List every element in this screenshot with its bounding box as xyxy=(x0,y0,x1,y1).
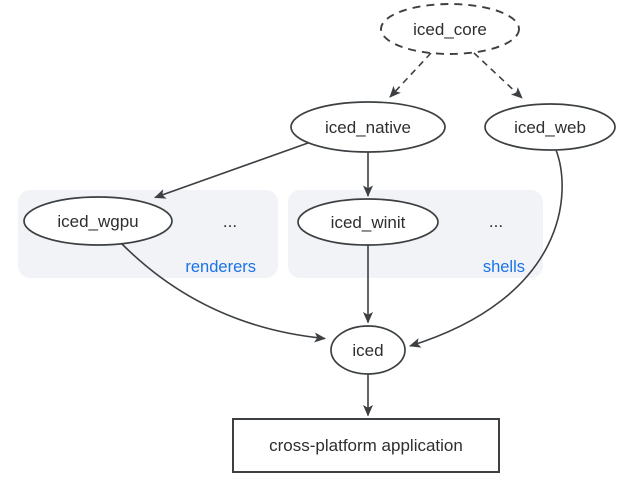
iced_core-label: iced_core xyxy=(413,20,487,39)
renderers-ellipsis: ... xyxy=(223,212,237,231)
node-iced_wgpu: iced_wgpu xyxy=(23,196,173,246)
shells-ellipsis: ... xyxy=(489,212,503,231)
iced_winit-label: iced_winit xyxy=(331,213,406,232)
shells-group-label: shells xyxy=(483,258,525,276)
renderers-group-label: renderers xyxy=(185,258,256,276)
iced_native-ellipse xyxy=(290,101,446,153)
iced-label: iced xyxy=(352,341,383,360)
edge-iced_core-iced_native xyxy=(389,52,432,98)
node-iced_winit: iced_winit xyxy=(297,198,439,246)
node-application: cross-platform application xyxy=(232,418,500,473)
node-iced_core: iced_core xyxy=(380,3,520,55)
node-iced_web: iced_web xyxy=(484,103,616,151)
edge-iced_native-iced_wgpu xyxy=(154,142,309,199)
application-label: cross-platform application xyxy=(269,436,463,455)
iced_native-label: iced_native xyxy=(325,118,411,137)
iced_winit-ellipse xyxy=(297,198,439,246)
node-iced: iced xyxy=(330,325,406,375)
iced_web-ellipse xyxy=(484,103,616,151)
edge-iced_wgpu-iced xyxy=(121,243,326,343)
application-box xyxy=(232,418,500,473)
node-iced_native: iced_native xyxy=(290,101,446,153)
iced-ellipse xyxy=(330,325,406,375)
iced_wgpu-label: iced_wgpu xyxy=(57,212,138,231)
edge-iced_core-iced_web xyxy=(473,52,523,99)
iced_web-label: iced_web xyxy=(514,118,586,137)
iced_core-ellipse xyxy=(380,3,520,55)
edge-iced_web-iced xyxy=(409,149,563,348)
iced_wgpu-ellipse xyxy=(23,196,173,246)
